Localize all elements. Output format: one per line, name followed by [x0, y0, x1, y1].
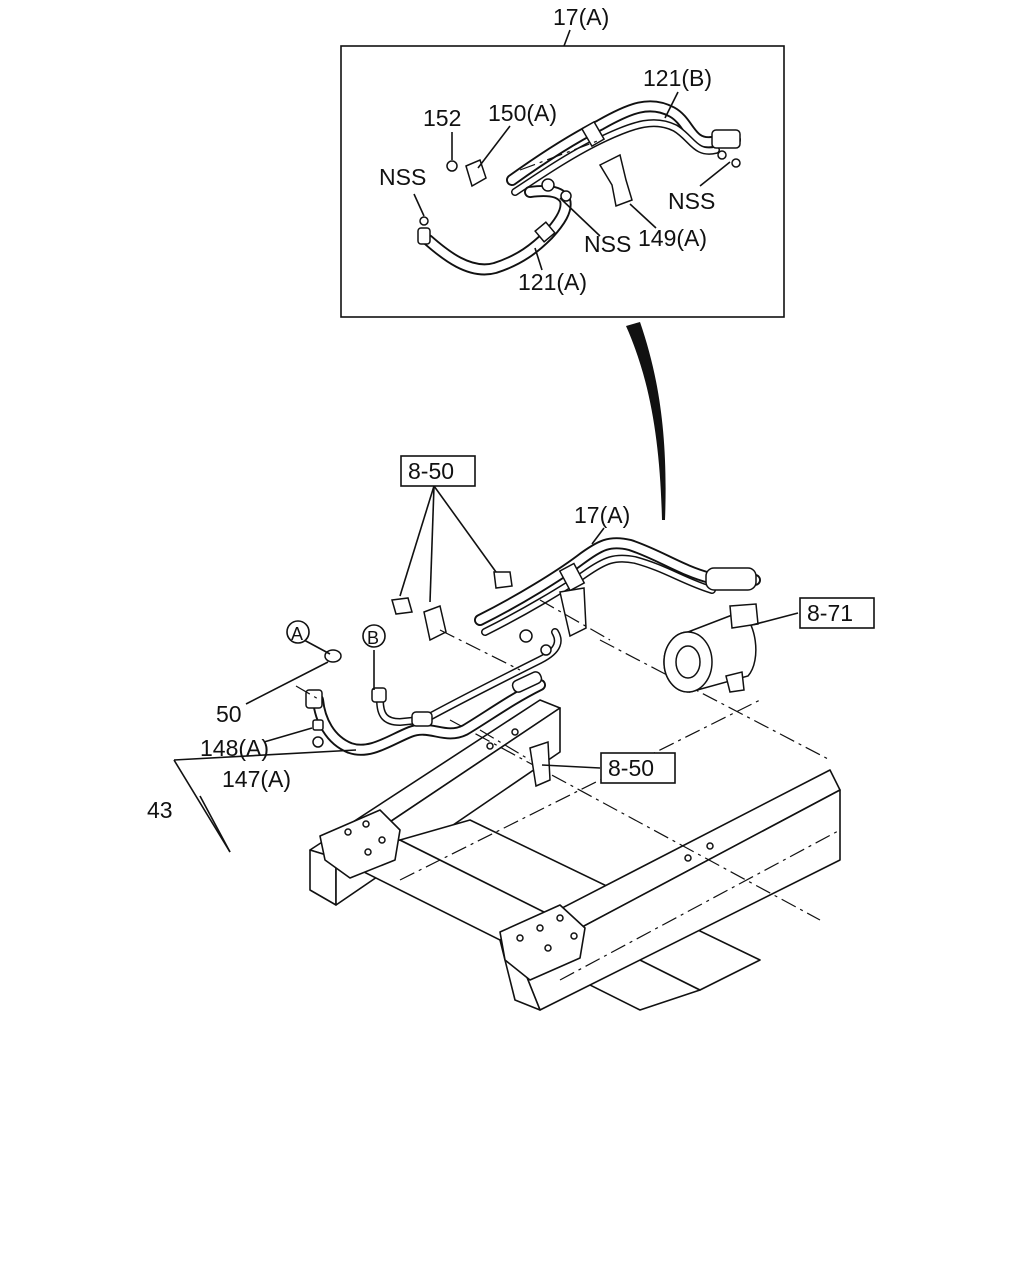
circle-a-label: A: [291, 624, 303, 644]
inset-leader: [563, 29, 571, 47]
ref-850-bottom[interactable]: 8-50: [608, 755, 654, 781]
o-ring: [731, 158, 741, 168]
inset-frame: [340, 45, 785, 318]
circle-b-label: B: [367, 628, 379, 648]
ref-box-850-bottom[interactable]: [600, 752, 676, 784]
main-pipe-assembly: [295, 537, 761, 788]
label-149a: 149(A): [638, 225, 707, 251]
label-152: 152: [423, 105, 461, 131]
leader-121b: [664, 91, 679, 119]
leader-150a: [477, 125, 511, 169]
ref-850-top[interactable]: 8-50: [408, 458, 454, 484]
ac-compressor: [663, 603, 759, 693]
pipe-end-fitting: [711, 129, 741, 149]
label-121b: 121(B): [643, 65, 712, 91]
pipe-nut: [417, 227, 431, 245]
part-148a: [312, 719, 324, 731]
leader-149a: [629, 203, 657, 229]
center-fitting: [541, 178, 555, 192]
clamp-150a: [465, 158, 487, 188]
pipe-121b-drawing: [506, 100, 741, 196]
label-50: 50: [216, 701, 242, 727]
pipe-joint: [511, 671, 543, 693]
label-inset-17a: 17(A): [553, 4, 609, 30]
label-nss-center: NSS: [584, 231, 631, 257]
ref-871[interactable]: 8-71: [807, 600, 853, 626]
pipe-nut-b: [371, 687, 387, 703]
labels: 17(A) 121(B) 152 150(A) NSS NSS NSS 149(…: [147, 4, 875, 823]
o-ring: [560, 190, 572, 202]
clamp: [423, 604, 447, 642]
pipe-joint: [534, 221, 556, 243]
label-nss-right: NSS: [668, 188, 715, 214]
label-148a: 148(A): [200, 735, 269, 761]
bolt: [391, 597, 413, 615]
pipe-joint: [580, 120, 606, 148]
main-leaders: [173, 485, 799, 853]
label-main-17a: 17(A): [574, 502, 630, 528]
leader-nss-center: [559, 197, 601, 237]
o-ring: [419, 216, 429, 226]
chassis-frame: [309, 639, 841, 1011]
o-ring: [717, 150, 727, 160]
leader-nss-right: [699, 161, 731, 187]
label-121a: 121(A): [518, 269, 587, 295]
fitting: [540, 644, 552, 656]
pipe-121a-drawing: [417, 185, 572, 276]
center-line: [519, 139, 601, 171]
nut-152: [446, 160, 458, 172]
pipe-joint: [558, 562, 586, 592]
label-147a: 147(A): [222, 766, 291, 792]
compressor-fitting: [705, 567, 757, 591]
ref-box-850-top[interactable]: [400, 455, 476, 487]
label-150a: 150(A): [488, 100, 557, 126]
label-nss-left: NSS: [379, 164, 426, 190]
circle-a: [286, 620, 310, 644]
lower-bracket: [529, 740, 551, 788]
leader-121a: [534, 247, 543, 271]
circle-b: [362, 624, 386, 648]
pipe-nut-a: [305, 689, 323, 709]
bolt: [493, 571, 513, 589]
bracket-149a: [598, 153, 633, 208]
ref-box-871[interactable]: [799, 597, 875, 629]
part-147a: [312, 736, 324, 748]
bracket: [559, 587, 587, 638]
label-43: 43: [147, 797, 173, 823]
detail-link-arrow: [626, 322, 666, 520]
inset-detail: [340, 29, 785, 318]
fitting: [519, 629, 533, 643]
leader-nss-left: [413, 193, 425, 217]
pipe-joint: [411, 711, 433, 727]
